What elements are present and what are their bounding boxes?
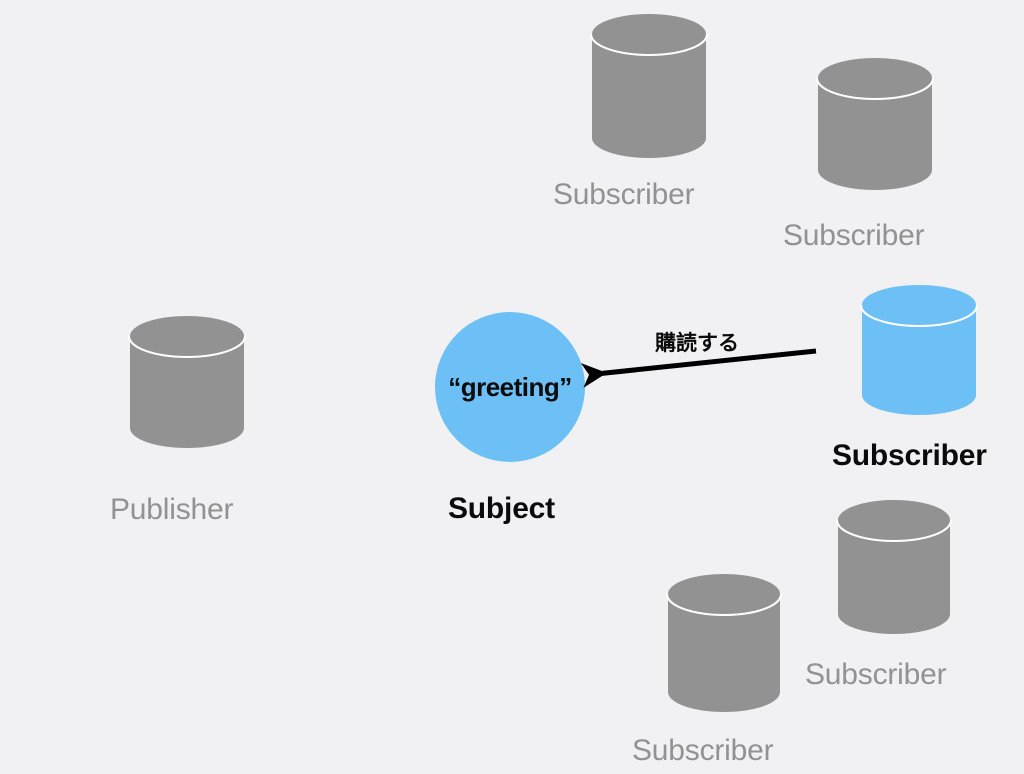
label-subscriber-top-center: Subscriber	[553, 178, 695, 211]
cylinder-subscriber-selected[interactable]	[860, 285, 978, 415]
database-icon	[836, 500, 952, 634]
cylinder-subscriber-bottom-center[interactable]	[666, 574, 782, 712]
database-icon	[128, 316, 246, 448]
database-icon	[816, 58, 934, 190]
subscribe-arrow-label: 購読する	[655, 332, 739, 355]
cylinder-publisher[interactable]	[128, 316, 246, 448]
cylinder-subscriber-bottom-right[interactable]	[836, 500, 952, 634]
label-subscriber-top-right: Subscriber	[783, 219, 925, 252]
label-publisher: Publisher	[110, 493, 234, 526]
subject-topic-label: “greeting”	[448, 371, 572, 402]
database-icon	[860, 285, 978, 415]
cylinder-subscriber-top-right[interactable]	[816, 58, 934, 190]
cylinder-subscriber-top-center[interactable]	[590, 14, 708, 158]
database-icon	[590, 14, 708, 158]
label-subscriber-selected: Subscriber	[832, 439, 987, 472]
label-subscriber-bottom-right: Subscriber	[805, 658, 947, 691]
label-subscriber-bottom-center: Subscriber	[632, 734, 774, 767]
database-icon	[666, 574, 782, 712]
subject-caption: Subject	[448, 492, 555, 525]
subject-node[interactable]: “greeting”	[435, 312, 585, 462]
